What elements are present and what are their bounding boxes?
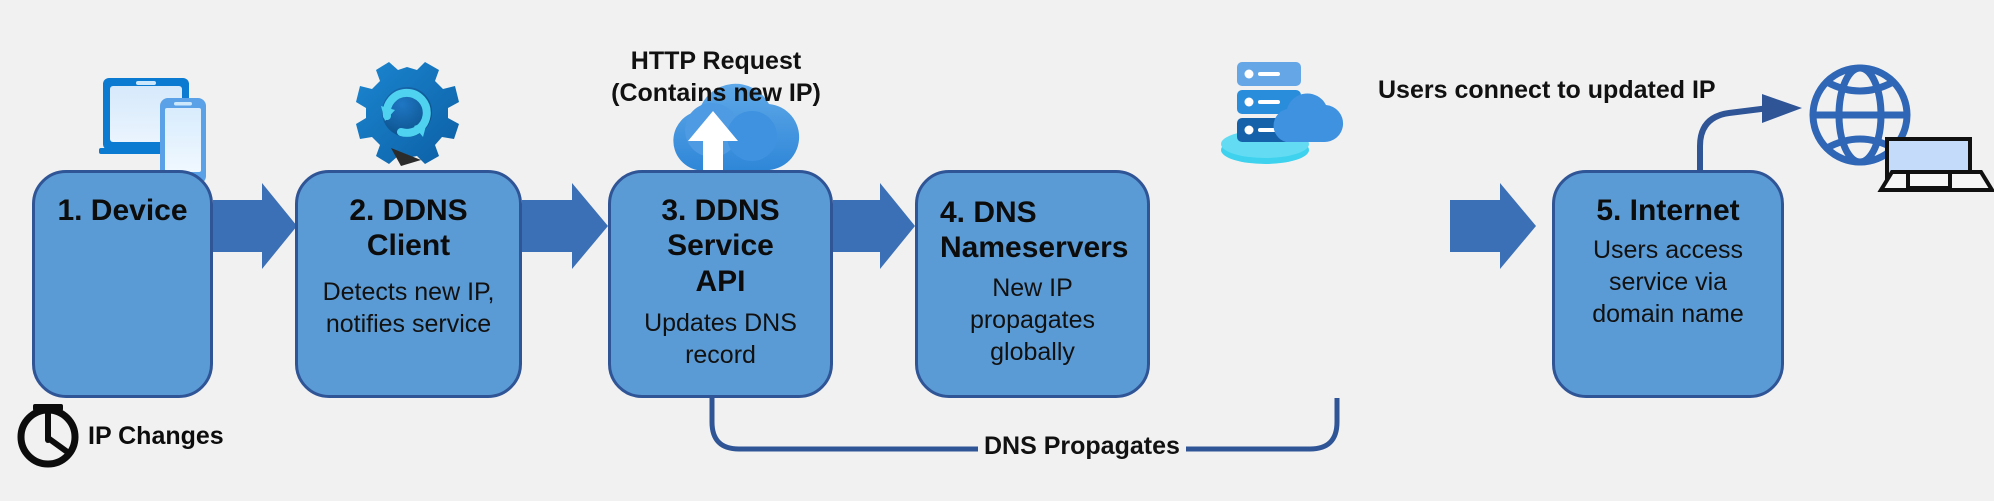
annotation-ip-changes: IP Changes — [88, 422, 224, 450]
dns-server-stack-icon — [1221, 62, 1344, 164]
annotation-dns-propagates: DNS Propagates — [978, 432, 1186, 461]
node-title-ddns-client: 2. DDNS Client — [349, 194, 468, 263]
node-title-dns-nameservers: 4. DNS Nameservers — [940, 196, 1129, 265]
node-desc-internet: Users access service via domain name — [1592, 236, 1744, 329]
flow-arrow-4-5 — [1450, 183, 1536, 269]
users-connect-arrow — [1697, 105, 1770, 196]
annotation-http-request: HTTP Request (Contains new IP) — [611, 47, 821, 107]
node-title-ddns-service-api: 3. DDNS Service API — [661, 194, 780, 298]
node-box-device[interactable]: 1. Device — [32, 170, 213, 398]
node-box-internet[interactable]: 5. Internet Users access service via dom… — [1552, 170, 1784, 398]
flow-arrow-1-2 — [213, 183, 297, 269]
users-connect-arrowhead — [1762, 94, 1802, 123]
node-desc-ddns-service-api: Updates DNS record — [644, 309, 797, 370]
globe-icon — [1809, 64, 1911, 166]
stopwatch-icon — [17, 404, 79, 468]
node-box-ddns-client[interactable]: 2. DDNS Client Detects new IP, notifies … — [295, 170, 522, 398]
flow-arrow-2-3 — [522, 183, 608, 269]
node-desc-ddns-client: Detects new IP, notifies service — [322, 277, 495, 338]
cloud-upload-icon — [673, 83, 800, 186]
devices-monitor-phone-icon — [99, 78, 206, 184]
flow-arrow-3-4 — [833, 183, 915, 269]
annotation-users-connect: Users connect to updated IP — [1378, 76, 1716, 104]
gear-sync-icon — [356, 62, 459, 166]
node-box-ddns-service-api[interactable]: 3. DDNS Service API Updates DNS record — [608, 170, 833, 398]
laptop-icon — [1877, 137, 1994, 192]
node-title-device: 1. Device — [57, 194, 188, 227]
node-box-dns-nameservers[interactable]: 4. DNS Nameservers New IP propagates glo… — [915, 170, 1150, 398]
node-desc-dns-nameservers: New IP propagates globally — [969, 273, 1096, 366]
node-title-internet: 5. Internet — [1596, 194, 1740, 227]
